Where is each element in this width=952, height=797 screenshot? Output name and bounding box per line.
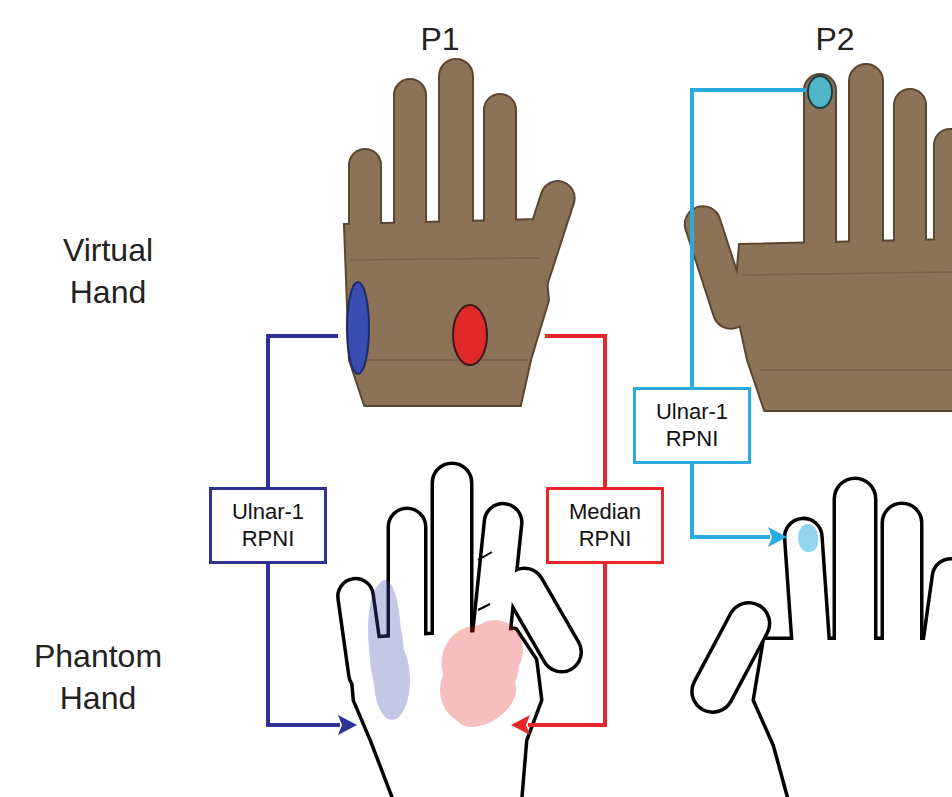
stimulus-spot bbox=[808, 76, 832, 108]
arrowhead bbox=[338, 715, 357, 735]
rpni-box: Ulnar-1 RPNI bbox=[633, 387, 751, 464]
arrowhead bbox=[768, 527, 787, 547]
column-heading: P1 bbox=[400, 19, 480, 61]
percept-region bbox=[427, 611, 533, 738]
percept-region bbox=[798, 524, 818, 552]
percept-region bbox=[368, 580, 410, 720]
virtual-hand bbox=[681, 65, 952, 410]
stimulus-spot bbox=[453, 305, 487, 365]
column-heading: P2 bbox=[795, 19, 875, 61]
row-heading: Phantom Hand bbox=[23, 636, 173, 719]
virtual-hand bbox=[345, 60, 578, 405]
phantom-hand bbox=[687, 480, 952, 797]
node-label: Median RPNI bbox=[559, 498, 651, 553]
row-heading: Virtual Hand bbox=[33, 230, 183, 313]
arrowhead bbox=[511, 715, 530, 735]
rpni-box: Median RPNI bbox=[546, 487, 664, 564]
stimulus-spot bbox=[347, 282, 369, 374]
mapping-line bbox=[692, 90, 806, 537]
node-label: Ulnar-1 RPNI bbox=[646, 398, 738, 453]
rpni-box: Ulnar-1 RPNI bbox=[209, 487, 327, 564]
node-label: Ulnar-1 RPNI bbox=[222, 498, 314, 553]
